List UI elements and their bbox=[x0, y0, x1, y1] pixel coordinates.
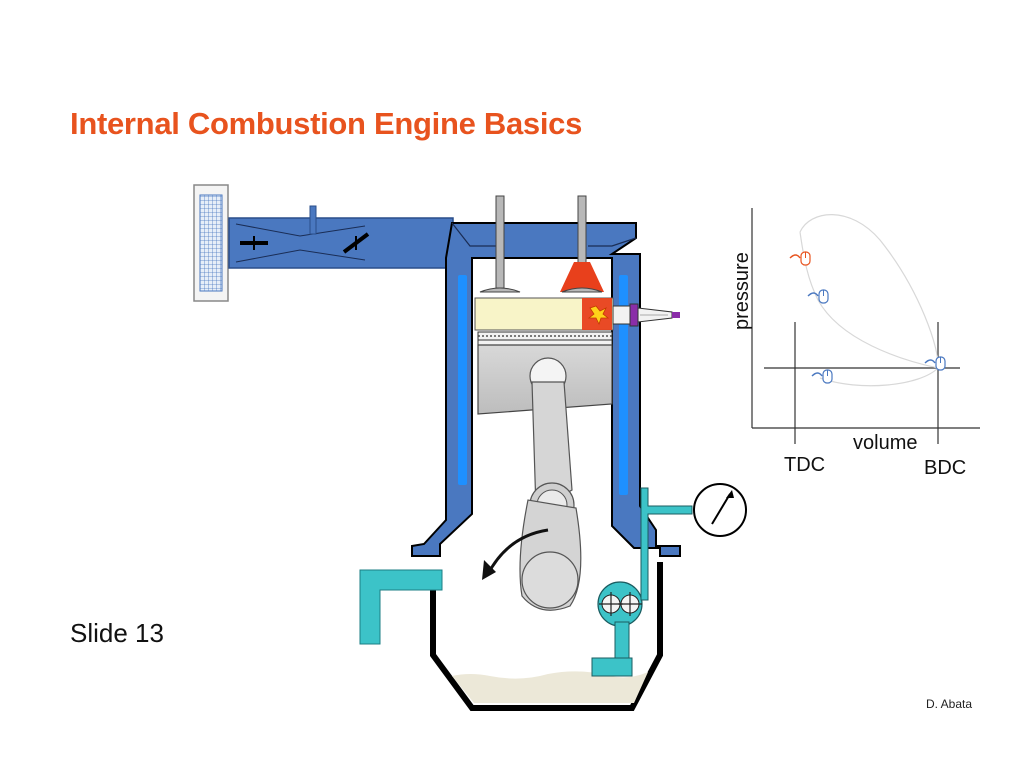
oil-inlet-pipe bbox=[359, 569, 443, 645]
spark-plug bbox=[612, 303, 680, 327]
spark-icon bbox=[587, 305, 610, 326]
exhaust-valve bbox=[560, 195, 604, 293]
pv-marker-icon bbox=[811, 369, 833, 384]
slide-number: Slide 13 bbox=[70, 618, 164, 648]
pv-y-axis-label: pressure bbox=[731, 252, 753, 330]
intake-manifold bbox=[228, 205, 454, 269]
air-filter bbox=[193, 184, 229, 302]
slide-title: Internal Combustion Engine Basics bbox=[70, 106, 583, 141]
tdc-label: TDC bbox=[784, 454, 825, 476]
oil-sump bbox=[452, 671, 648, 703]
pv-diagram: pressure volume TDC BDC bbox=[731, 208, 980, 479]
crankcase bbox=[430, 562, 663, 711]
rotation-arrow-icon bbox=[482, 528, 549, 580]
pv-marker-icon bbox=[807, 289, 829, 304]
throttle-valve bbox=[342, 232, 370, 254]
piston bbox=[477, 331, 613, 415]
pv-marker-icon bbox=[924, 356, 946, 371]
venturi-valve bbox=[240, 236, 268, 250]
author-credit: D. Abata bbox=[926, 697, 973, 711]
crankshaft bbox=[519, 499, 582, 611]
pv-marker-icon bbox=[789, 251, 811, 266]
coolant-channels bbox=[458, 275, 628, 495]
oil-pressure-gauge bbox=[693, 483, 747, 537]
intake-valve bbox=[479, 195, 521, 293]
pv-x-axis-label: volume bbox=[853, 432, 917, 454]
oil-feed-line bbox=[640, 487, 693, 601]
oil-pump bbox=[591, 581, 643, 677]
bdc-label: BDC bbox=[924, 457, 966, 479]
